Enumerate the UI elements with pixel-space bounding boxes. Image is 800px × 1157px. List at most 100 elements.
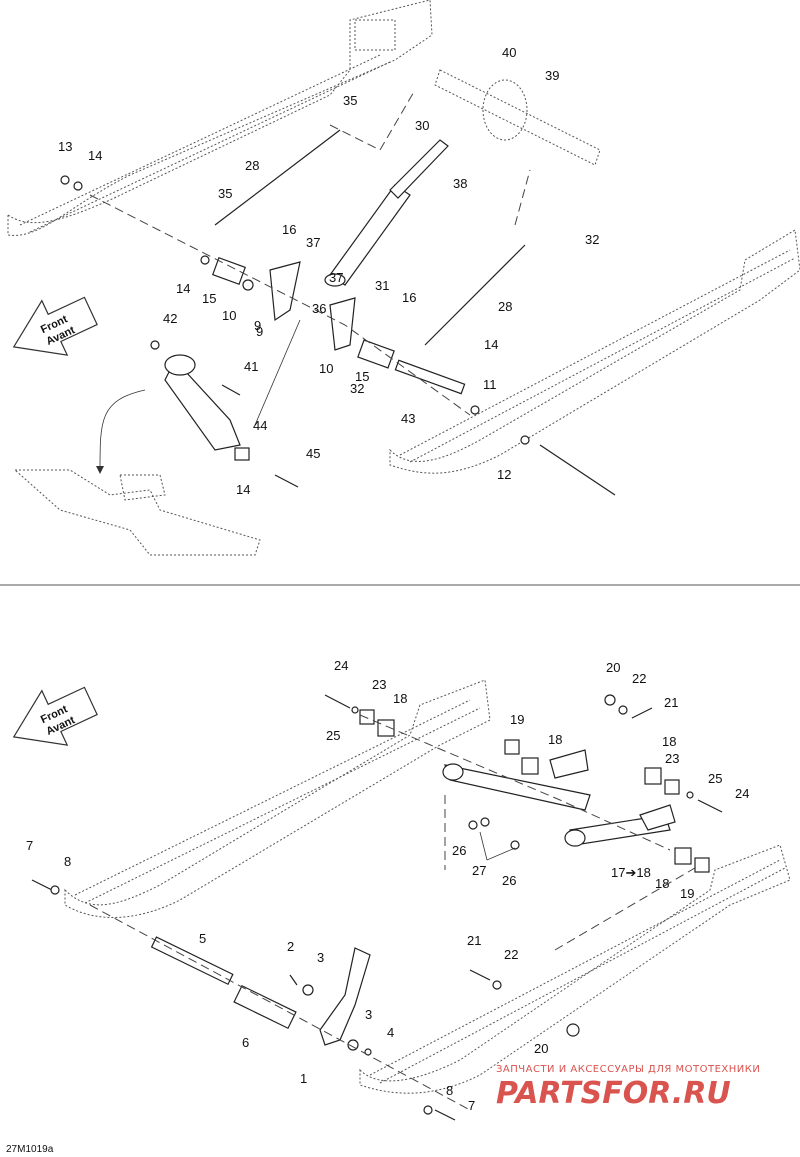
callout-top-30: 44 [253, 418, 267, 433]
washer-14-d [470, 405, 480, 415]
callout-top-5: 13 [58, 139, 72, 154]
callout-top-23: 9 [256, 324, 263, 339]
callout-top-32: 14 [236, 482, 250, 497]
callout-top-0: 40 [502, 45, 516, 60]
center-shock [324, 139, 449, 287]
bushing-19-a [504, 739, 520, 755]
washer-14-a [200, 255, 210, 265]
callout-top-11: 32 [585, 232, 599, 247]
callout-top-20: 28 [498, 299, 512, 314]
bolt-12 [539, 444, 616, 496]
callout-top-7: 28 [245, 158, 259, 173]
nut-22-b [492, 980, 502, 990]
bolt-24-a [324, 694, 351, 709]
guide-line-4 [89, 904, 471, 1111]
nut-22-a [618, 705, 628, 715]
callout-top-21: 42 [163, 311, 177, 326]
bushing-23-a [359, 709, 375, 725]
bushing-23-b [664, 779, 680, 795]
callout-bottom-29: 1 [300, 1071, 307, 1086]
callout-top-29: 43 [401, 411, 415, 426]
callout-bottom-11: 25 [708, 771, 722, 786]
callout-bottom-25: 22 [504, 947, 518, 962]
washer-3-a [302, 984, 314, 996]
washer-10-a [242, 279, 254, 291]
left-rail-bottom [64, 679, 491, 918]
callout-bottom-12: 24 [735, 786, 749, 801]
shock-arrow [99, 389, 146, 471]
callout-bottom-16: 17➔18 [611, 865, 651, 880]
figure-code: 27M1019a [6, 1144, 54, 1155]
watermark-brand: PARTSFOR.RU [496, 1076, 731, 1111]
callout-top-2: 35 [343, 93, 357, 108]
callout-bottom-20: 8 [64, 854, 71, 869]
link-rod-right [424, 244, 526, 346]
callout-top-13: 15 [202, 291, 216, 306]
bushing-18-a [377, 719, 395, 737]
callout-bottom-15: 26 [502, 873, 516, 888]
spacer-15-a [211, 256, 247, 286]
callout-bottom-0: 24 [334, 658, 348, 673]
bolt-21-a [631, 707, 653, 719]
callout-bottom-21: 5 [199, 931, 206, 946]
nut-25-a [351, 706, 359, 714]
callout-top-3: 30 [415, 118, 429, 133]
spacer-6 [233, 984, 297, 1030]
callout-bottom-30: 20 [534, 1041, 548, 1056]
callout-top-17: 37 [329, 270, 343, 285]
link-rod-left [214, 129, 341, 226]
guide-line-2 [329, 89, 416, 151]
washer-20-b [566, 1023, 580, 1037]
callout-top-4: 38 [453, 176, 467, 191]
bracket-1 [319, 947, 371, 1046]
watermark-caption: ЗАПЧАСТИ И АКСЕССУАРЫ ДЛЯ МОТОТЕХНИКИ [496, 1064, 760, 1075]
guide-line-1 [89, 194, 471, 416]
callout-top-14: 10 [222, 308, 236, 323]
bushing-18-c [644, 767, 662, 785]
callout-top-9: 16 [282, 222, 296, 237]
callout-bottom-24: 21 [467, 933, 481, 948]
front-arrow-top: Front Avant [12, 296, 98, 356]
callout-top-25: 15 [355, 369, 369, 384]
callout-top-15: 9 [254, 318, 261, 333]
watermark: ЗАПЧАСТИ И АКСЕССУАРЫ ДЛЯ МОТОТЕХНИКИ PA… [496, 1064, 760, 1111]
bolt-2 [289, 974, 298, 986]
bolt-24-b [697, 799, 723, 813]
callout-bottom-8: 18 [548, 732, 562, 747]
callout-bottom-13: 26 [452, 843, 466, 858]
top-assembly: Front Avant [7, 0, 800, 556]
nut-26-a [468, 820, 478, 830]
shock-arrow-head [96, 466, 104, 474]
callout-bottom-14: 27 [472, 863, 486, 878]
nut-26-c [510, 840, 520, 850]
callout-top-18: 31 [375, 278, 389, 293]
callout-bottom-17: 18 [655, 876, 669, 891]
callout-bottom-19: 7 [26, 838, 33, 853]
callout-bottom-32: 7 [468, 1098, 475, 1113]
callout-bottom-7: 19 [510, 712, 524, 727]
callout-bottom-4: 20 [606, 660, 620, 675]
right-rail-bottom [359, 844, 791, 1094]
right-rail-top [389, 229, 800, 474]
rear-frame-sketch [13, 469, 261, 556]
washer-14-c [520, 435, 530, 445]
nut-25-b [686, 791, 694, 799]
callout-bottom-9: 18 [662, 734, 676, 749]
left-rail-top [7, 0, 433, 236]
washer-8-a [50, 885, 60, 895]
callout-top-31: 45 [306, 446, 320, 461]
arm-arrow [254, 319, 301, 426]
shaft-11 [394, 359, 466, 395]
nut-26-b [480, 817, 490, 827]
guide-line-6 [554, 864, 701, 951]
nut-13 [60, 175, 70, 185]
callout-top-16: 36 [312, 301, 326, 316]
callout-bottom-27: 4 [387, 1025, 394, 1040]
callout-top-1: 39 [545, 68, 559, 83]
bushing-19-b [694, 857, 710, 873]
guide-line-5 [359, 714, 671, 851]
